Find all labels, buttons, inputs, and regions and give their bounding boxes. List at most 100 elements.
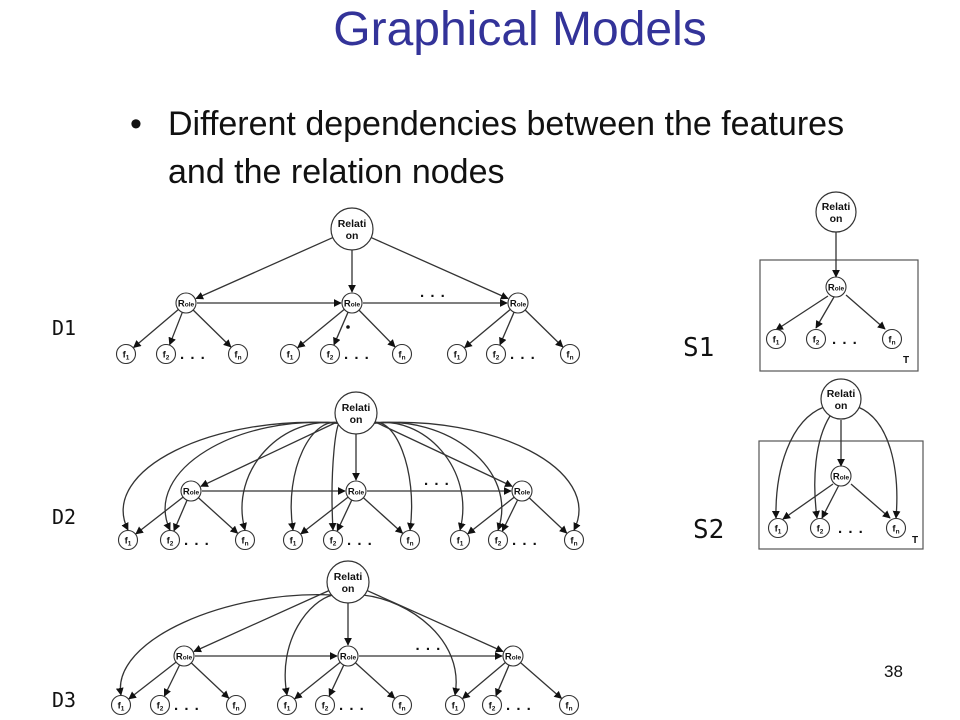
s1-feature-ellipsis: . . .	[832, 331, 858, 348]
d2-feature-2-f1: f1	[282, 529, 304, 551]
svg-text:fn: fn	[888, 335, 895, 347]
svg-text:Relati: Relati	[342, 402, 371, 414]
d1-feature-ellipsis-3: . . .	[510, 346, 536, 363]
d2-role-ellipsis: . . .	[424, 472, 450, 489]
d2-curve-relation-2-f1	[288, 421, 342, 531]
d3-feature-1-f2: f2	[149, 694, 171, 716]
svg-text:f1: f1	[118, 701, 125, 713]
s2-feature-f2: f2	[809, 517, 831, 539]
s1-feature-fn: fn	[881, 328, 903, 350]
svg-text:fn: fn	[892, 524, 899, 536]
s1-edge-role-f2	[815, 296, 835, 329]
d3-curve-relation-f1-g2	[281, 594, 334, 696]
s1-plate-label: T	[903, 355, 909, 366]
d1-feature-1-f2: f2	[155, 343, 177, 365]
s2-edge-role-fn	[850, 483, 891, 519]
d2-role-node-2: Role	[345, 480, 367, 502]
label-s1: S1	[683, 333, 715, 363]
svg-text:fn: fn	[234, 350, 241, 362]
d2-feature-ellipsis-1: . . .	[184, 532, 210, 549]
svg-text:f1: f1	[287, 350, 294, 362]
d3-curve-relation-f1-g3	[362, 594, 461, 696]
d2-feature-1-f2: f2	[159, 529, 181, 551]
svg-text:fn: fn	[241, 536, 248, 548]
svg-text:Relati: Relati	[822, 201, 851, 213]
svg-text:fn: fn	[566, 350, 573, 362]
d2-edge-role-1-f1	[135, 496, 184, 535]
svg-text:f1: f1	[775, 524, 782, 536]
svg-text:f2: f2	[493, 350, 500, 362]
d1-edge-role-2-f1	[297, 308, 345, 349]
d1-feature-ellipsis-1: . . .	[180, 346, 206, 363]
d2-curve-relation-1-f2	[163, 421, 342, 531]
svg-text:Relati: Relati	[827, 388, 856, 400]
d2-edge-relation-role-1	[200, 421, 338, 487]
d1-edge-role-1-fn	[192, 309, 232, 348]
d2-edge-role-2-fn	[362, 497, 404, 534]
svg-text:on: on	[830, 213, 843, 225]
d1-edge-relation-role-3	[370, 236, 509, 300]
svg-text:on: on	[835, 400, 848, 412]
d1-feature-3-fn: fn	[559, 343, 581, 365]
d2-feature-ellipsis-2: . . .	[347, 532, 373, 549]
svg-text:on: on	[346, 230, 359, 242]
svg-text:f2: f2	[163, 350, 170, 362]
svg-text:fn: fn	[232, 701, 239, 713]
d3-feature-ellipsis-2: . . .	[339, 697, 365, 714]
d1-feature-2-f2: f2	[319, 343, 341, 365]
d1-edge-role-3-f2	[499, 311, 515, 346]
d2-curve-relation-3-fn	[370, 421, 581, 531]
svg-text:Role: Role	[514, 487, 531, 498]
svg-text:fn: fn	[398, 350, 405, 362]
d3-curve-relation-f1-g1	[115, 594, 334, 696]
d2-edge-role-3-fn	[528, 497, 568, 534]
s2-plate-label: T	[912, 535, 918, 546]
d2-feature-3-fn: fn	[563, 529, 585, 551]
d1-role-ellipsis: . . .	[420, 284, 446, 301]
d3-edge-role-2-f2	[328, 664, 345, 697]
d1-edge-relation-role-1	[195, 236, 334, 300]
d1-edge-role-1-f2	[168, 312, 183, 346]
svg-text:f2: f2	[327, 350, 334, 362]
s2-feature-ellipsis: . . .	[838, 520, 864, 537]
s2-role-node: Role	[830, 465, 852, 487]
s1-role-node: Role	[825, 276, 847, 298]
svg-text:Role: Role	[183, 487, 200, 498]
svg-text:f2: f2	[322, 701, 329, 713]
d2-feature-1-f1: f1	[117, 529, 139, 551]
svg-text:f2: f2	[817, 524, 824, 536]
d3-edge-role-2-fn	[354, 662, 396, 699]
d2-curve-relation-2-fn	[370, 421, 415, 531]
d2-feature-2-fn: fn	[399, 529, 421, 551]
s1-edge-role-fn	[845, 294, 886, 330]
svg-text:f2: f2	[489, 701, 496, 713]
svg-text:Role: Role	[828, 283, 845, 294]
d2-feature-3-f1: f1	[449, 529, 471, 551]
s2-edge-role-f2	[821, 484, 840, 519]
d3-edge-role-1-f1	[128, 661, 177, 700]
d3-feature-2-f1: f1	[276, 694, 298, 716]
svg-text:Role: Role	[178, 299, 195, 310]
d1-feature-2-f1: f1	[279, 343, 301, 365]
s2-feature-fn: fn	[885, 517, 907, 539]
s1-feature-f2: f2	[805, 328, 827, 350]
d3-role-node-3: Role	[502, 645, 524, 667]
d3-feature-3-f1: f1	[444, 694, 466, 716]
svg-text:on: on	[350, 414, 363, 426]
svg-text:Relati: Relati	[334, 571, 363, 583]
svg-text:Role: Role	[344, 299, 361, 310]
svg-text:fn: fn	[398, 701, 405, 713]
d2-role-node-3: Role	[511, 480, 533, 502]
d3-role-node-1: Role	[173, 645, 195, 667]
svg-text:f1: f1	[123, 350, 130, 362]
svg-text:Relati: Relati	[338, 218, 367, 230]
s1-feature-f1: f1	[765, 328, 787, 350]
svg-text:Role: Role	[340, 652, 357, 663]
slide-title: Graphical Models	[333, 3, 707, 56]
d3-feature-2-fn: fn	[391, 694, 413, 716]
d3-feature-3-f2: f2	[481, 694, 503, 716]
svg-text:fn: fn	[565, 701, 572, 713]
d3-edge-role-1-f2	[163, 664, 181, 697]
